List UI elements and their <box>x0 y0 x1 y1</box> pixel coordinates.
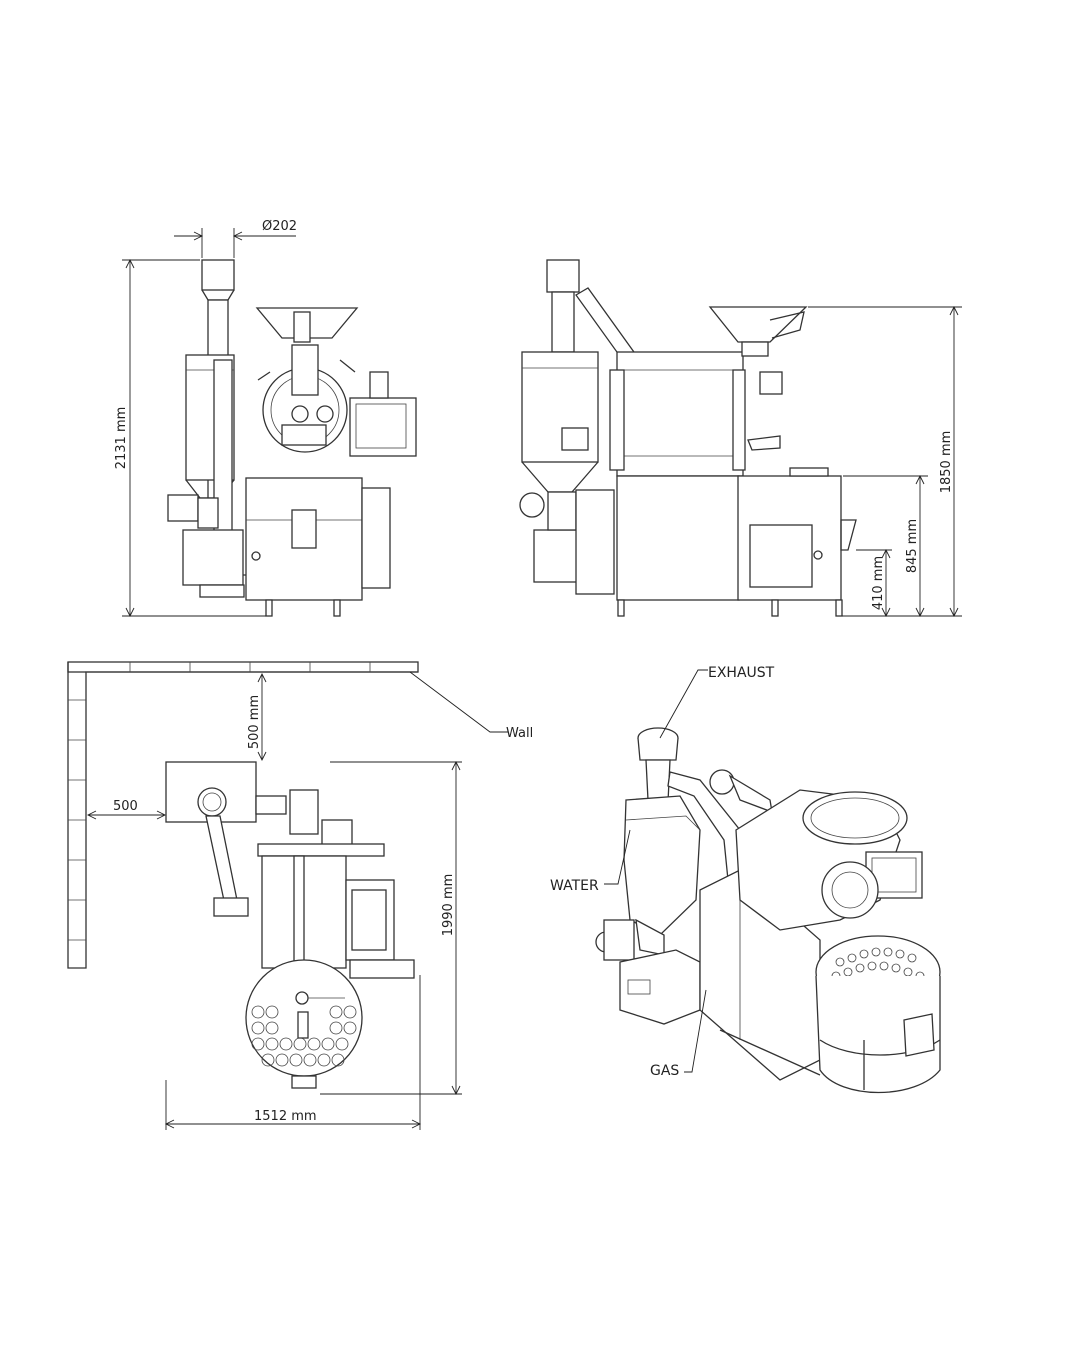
isometric-view: EXHAUST WATER GAS <box>550 665 941 1094</box>
label-wall: Wall <box>506 726 533 741</box>
label-gas: GAS <box>650 1063 679 1079</box>
label-water: WATER <box>550 878 599 894</box>
dim-cooler-height: 845 mm <box>905 519 920 573</box>
dim-base-height: 410 mm <box>871 556 886 610</box>
front-view: 2131 mm Ø202 <box>114 219 417 618</box>
dim-side-height: 1850 mm <box>939 431 954 494</box>
dim-total-height: 2131 mm <box>114 407 129 470</box>
dim-depth: 1990 mm <box>441 874 456 937</box>
dim-wall-clearance-back: 500 mm <box>247 695 262 749</box>
wall <box>67 661 419 969</box>
dim-stack-diameter: Ø202 <box>262 219 297 234</box>
side-view: 1850 mm 845 mm 410 mm <box>519 259 962 618</box>
label-exhaust: EXHAUST <box>708 665 775 681</box>
dim-width: 1512 mm <box>254 1109 317 1124</box>
cooler-holes <box>251 1005 357 1067</box>
plan-view: Wall 500 mm 500 <box>67 661 533 1130</box>
dim-wall-clearance-side: 500 <box>113 799 138 814</box>
